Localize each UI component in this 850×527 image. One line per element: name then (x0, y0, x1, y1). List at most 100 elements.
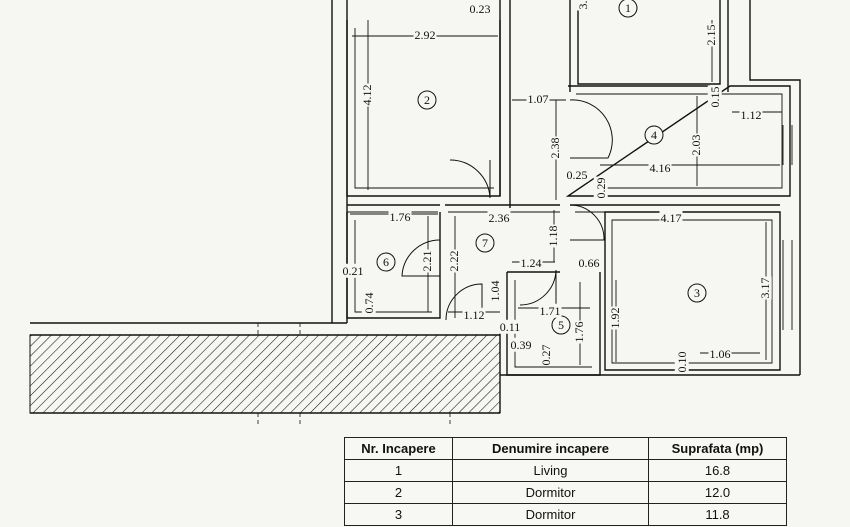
dimension-label: 2.36 (489, 211, 510, 225)
legend-cell-area: 12.0 (648, 481, 787, 504)
dimension-label: 2.92 (415, 28, 436, 42)
dimension-label-bg (359, 83, 374, 107)
dimension-label-bg (659, 210, 683, 225)
dimension-label: 1.18 (546, 226, 560, 247)
legend-cell-nr: 3 (344, 503, 453, 526)
dimension-label-bg (674, 350, 689, 374)
dimension-label: 0.27 (539, 345, 553, 366)
room-legend-table: Nr. Incapere Denumire incapere Suprafata… (344, 437, 787, 526)
dimension-label: 0.15 (708, 87, 722, 108)
dimension-label-bg (577, 255, 601, 270)
dimension-label: 1.24 (521, 256, 542, 270)
dimension-label: 2.22 (447, 251, 461, 272)
dimension-label: 3.17 (758, 278, 772, 299)
dimension-label-bg (487, 210, 511, 225)
dimension-label: 2.21 (420, 251, 434, 272)
room-number-circle (687, 283, 707, 303)
room-number-1: 1 (618, 0, 638, 18)
room-labels: 1 2 3 4 5 6 7 (376, 0, 707, 335)
legend-header-row: Nr. Incapere Denumire incapere Suprafata… (344, 437, 787, 460)
dimension-label-bg (688, 133, 703, 157)
legend-cell-nr: 1 (344, 459, 453, 482)
dimension-label: 1.76 (572, 322, 586, 343)
dimension-label-bg (565, 167, 589, 182)
room-number-text: 7 (482, 236, 488, 250)
legend-header-nr: Nr. Incapere (344, 437, 453, 460)
dimension-label: 0.10 (675, 352, 689, 373)
dimension-label: 2.38 (548, 138, 562, 159)
room-number-6: 6 (376, 252, 396, 272)
legend-cell-area: 16.8 (648, 459, 787, 482)
legend-cell-area: 11.8 (648, 503, 787, 526)
dimension-label-bg (538, 303, 562, 318)
table-row: 1 Living 16.8 (344, 459, 787, 482)
dimension-label-bg (547, 136, 562, 160)
dimension-label: 4.16 (650, 161, 671, 175)
dimension-lines (350, 20, 782, 365)
dimension-label-bg (462, 307, 486, 322)
dimension-label: 1.92 (608, 308, 622, 329)
dimension-label: 1.04 (488, 281, 502, 302)
balcony-hatch (29, 334, 501, 414)
room-number-3: 3 (687, 283, 707, 303)
dimension-label: 0.11 (500, 320, 521, 334)
dimension-label-bg (545, 224, 560, 248)
legend-header-name: Denumire incapere (452, 437, 649, 460)
dimension-label: 0.23 (470, 2, 491, 16)
dimension-label-bg (757, 276, 772, 300)
dimension-label: 2.03 (689, 135, 703, 156)
dimension-label: 1.07 (528, 92, 549, 106)
dimension-label: 0.25 (567, 168, 588, 182)
room-number-circle (376, 252, 396, 272)
room-number-5: 5 (551, 315, 571, 335)
legend-cell-name: Dormitor (452, 503, 649, 526)
room-number-text: 5 (558, 318, 564, 332)
room-number-text: 6 (383, 255, 389, 269)
dimension-label-bg (571, 320, 586, 344)
room-number-text: 3 (694, 286, 700, 300)
room-number-4: 4 (644, 125, 664, 145)
dimension-label: 1.12 (741, 108, 762, 122)
dimension-label-bg (739, 107, 763, 122)
dimension-label-bg (446, 249, 461, 273)
dimension-label-bg (538, 343, 553, 367)
table-row: 2 Dormitor 12.0 (344, 481, 787, 504)
legend-cell-nr: 2 (344, 481, 453, 504)
room-number-text: 2 (424, 93, 430, 107)
dimension-label-bg (708, 346, 732, 361)
legend-cell-name: Living (452, 459, 649, 482)
room-number-7: 7 (475, 233, 495, 253)
room-number-text: 1 (625, 1, 631, 15)
room-number-circle (618, 0, 638, 18)
dimension-label-bg (419, 249, 434, 273)
dimension-label-bg (413, 27, 437, 42)
dimension-label-bg (607, 306, 622, 330)
dimension-label: 0.66 (579, 256, 600, 270)
dimension-label: 1.12 (464, 308, 485, 322)
room-number-text: 4 (651, 128, 657, 142)
dimension-label-bg (519, 255, 543, 270)
doors (401, 99, 613, 321)
legend-cell-name: Dormitor (452, 481, 649, 504)
dimension-label-bg (361, 291, 376, 315)
room-number-circle (475, 233, 495, 253)
dimension-label-bg (707, 85, 722, 109)
room-number-circle (644, 125, 664, 145)
dimension-label: 2.15 (704, 25, 718, 46)
room-number-2: 2 (417, 90, 437, 110)
dimension-label-bg (509, 337, 533, 352)
dimension-label-bg (468, 1, 492, 16)
dimension-label-bg (498, 319, 522, 334)
room-number-circle (417, 90, 437, 110)
dimension-label: 0.39 (511, 338, 532, 352)
dimension-label-bg (593, 176, 608, 200)
dimension-label-bg (487, 279, 502, 303)
dimension-label: 4.17 (661, 211, 682, 225)
dimension-label: 1.06 (710, 347, 731, 361)
dimension-label: 0.74 (362, 293, 376, 314)
dimension-label-bg (526, 91, 550, 106)
dimension-label: 0.29 (594, 178, 608, 199)
dimension-label: 1.71 (540, 304, 561, 318)
table-row: 3 Dormitor 11.8 (344, 503, 787, 526)
